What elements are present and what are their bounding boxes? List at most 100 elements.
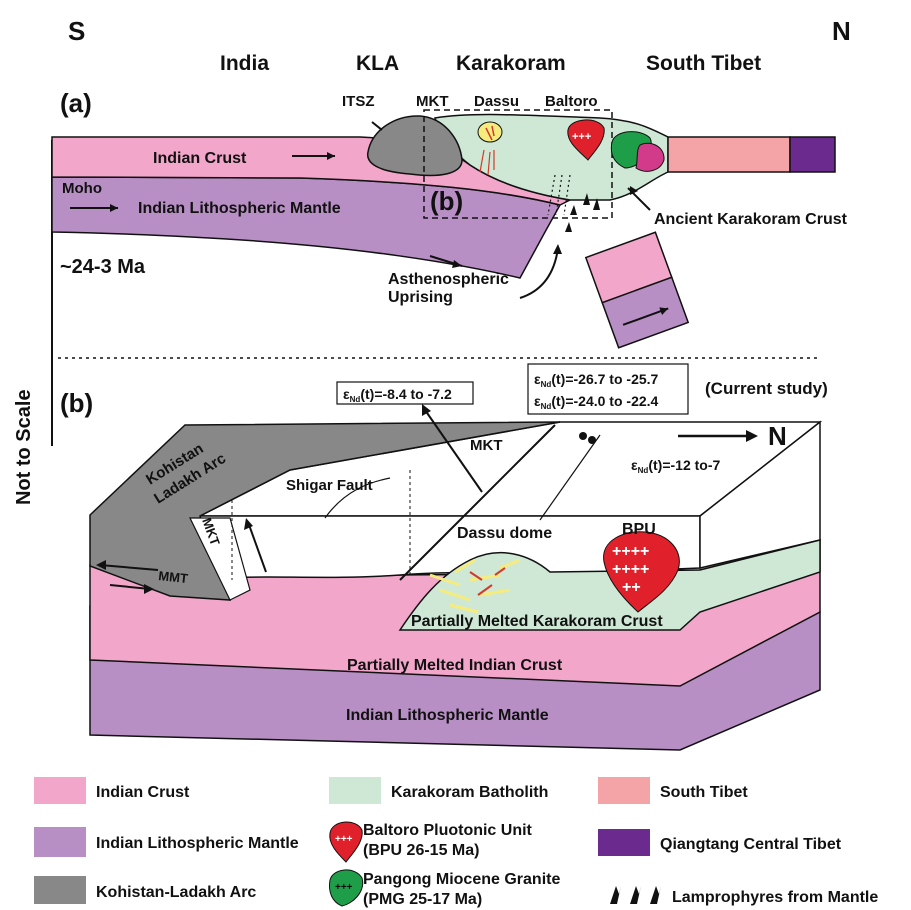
- legend: Indian Crust Karakoram Batholith South T…: [34, 777, 878, 908]
- panel-a-kla: [367, 115, 463, 177]
- panel-b-current-study: (Current study): [705, 379, 828, 398]
- panel-b-kla: [89, 421, 561, 601]
- panel-b-eps-1: εNd(t)=-8.4 to -7.2: [343, 386, 452, 404]
- panel-a-south-tibet: [667, 136, 791, 173]
- legend-label-pmg-2: (PMG 25-17 Ma): [363, 891, 482, 908]
- legend-swatch-pmg: [329, 869, 364, 907]
- panel-a-uprising-curve: [519, 247, 559, 299]
- panel-b-north-arrowhead: [746, 430, 758, 442]
- panel-a-dassu: Dassu: [474, 93, 519, 110]
- panel-a-asth-arrowhead: [452, 260, 462, 268]
- legend-swatch-bpu: [329, 821, 363, 863]
- legend-label-bpu: Baltoro Pluotonic Unit: [363, 822, 533, 839]
- panel-b-mkt-label: MKT: [470, 437, 503, 454]
- svg-text:++: ++: [622, 579, 641, 596]
- panel-a-dassu-dome: [477, 121, 503, 143]
- panel-a-dassu-vein: [485, 125, 495, 141]
- panel-a-inset-box: [423, 109, 613, 219]
- panel-a-mantle-arrowhead: [110, 204, 118, 212]
- panel-b-mmt-arrow-2: [109, 584, 151, 590]
- panel-a-crust-arrowhead: [327, 152, 335, 160]
- panel-b-mmt-label: MMT: [158, 568, 189, 586]
- legend-swatch-karakoram: [329, 777, 381, 804]
- legend-swatch-indian-crust: [34, 777, 86, 804]
- panel-a-mantle-label: Indian Lithospheric Mantle: [138, 200, 341, 217]
- panel-a-asth-1: Asthenospheric: [388, 271, 509, 288]
- panel-b-dassu-dome-label: Dassu dome: [457, 525, 552, 542]
- panel-b-eps-box-1: [336, 381, 474, 405]
- panel-a-melt-arrows: [479, 149, 495, 176]
- panel-a-asth-2: Uprising: [388, 289, 453, 306]
- panel-a-bpu: [567, 119, 605, 161]
- svg-text:++++: ++++: [612, 561, 649, 578]
- panel-b-mkt-arrow: [424, 409, 483, 493]
- legend-label-mantle: Indian Lithospheric Mantle: [96, 835, 299, 852]
- panel-b-shigar-fault: [324, 477, 391, 519]
- panel-a-dotted-lines: [547, 174, 571, 216]
- legend-pmg-crosses: +++: [335, 882, 353, 893]
- panel-a-lamprophyres: [565, 193, 600, 232]
- panel-a-itsz: ITSZ: [342, 93, 375, 110]
- panel-a-baltoro: Baltoro: [545, 93, 598, 110]
- not-to-scale-label: Not to Scale: [13, 389, 35, 505]
- panel-a-tag: (a): [60, 88, 92, 118]
- panel-b-dassu-red: [469, 567, 506, 596]
- legend-label-pmg: Pangong Miocene Granite: [363, 871, 560, 888]
- panel-b-mkt-fault: [399, 424, 556, 581]
- column-india: India: [220, 52, 269, 75]
- panel-a-qiangtang: [789, 136, 836, 173]
- panel-b-eps-2b: εNd(t)=-24.0 to -22.4: [534, 393, 659, 411]
- legend-bpu-crosses: +++: [335, 834, 353, 845]
- panel-b-mmt-arrowhead-1: [96, 560, 106, 570]
- panel-a-inset-tag: (b): [430, 186, 463, 216]
- panel-a-moho-label: Moho: [62, 180, 102, 197]
- south-label: S: [68, 16, 85, 46]
- legend-label-bpu-2: (BPU 26-15 Ma): [363, 842, 479, 859]
- panel-b-kla-inner: [189, 517, 251, 601]
- panel-b-mkt-fault-2: [539, 434, 601, 521]
- legend-label-qiangtang: Qiangtang Central Tibet: [660, 836, 842, 853]
- panel-a-uprising-arrowhead: [553, 244, 562, 254]
- legend-swatch-kla: [34, 876, 86, 904]
- panel-a-tilted-block: [584, 231, 690, 349]
- panel-a-itsz-arrow: [371, 121, 383, 131]
- legend-label-karakoram: Karakoram Batholith: [391, 784, 548, 801]
- column-karakoram: Karakoram: [456, 52, 566, 75]
- legend-label-indian-crust: Indian Crust: [96, 784, 190, 801]
- legend-label-south-tibet: South Tibet: [660, 784, 748, 801]
- panel-b-dassu-veins: [429, 558, 521, 614]
- panel-b-mkt-up-arrow: [247, 521, 267, 573]
- column-south-tibet: South Tibet: [646, 52, 761, 75]
- panel-a-bpu-crosses: +++: [572, 131, 591, 143]
- panel-b-north-label: N: [768, 421, 787, 451]
- panel-b-bpu-label: BPU: [622, 521, 656, 538]
- legend-label-kla: Kohistan-Ladakh Arc: [96, 884, 256, 901]
- panel-a-ancient-arrowhead: [630, 186, 638, 195]
- panel-b-shigar-label: Shigar Fault: [286, 477, 373, 494]
- panel-a-mkt: MKT: [416, 93, 449, 110]
- legend-swatch-qiangtang: [598, 829, 650, 856]
- panel-b-eps-3: εNd(t)=-12 to-7: [631, 457, 721, 475]
- panel-b-mmt-arrowhead-2: [144, 584, 154, 594]
- panel-b-mkt-up-arrowhead: [244, 518, 253, 530]
- panel-b-mantle-label: Indian Lithospheric Mantle: [346, 707, 549, 724]
- legend-swatch-mantle: [34, 827, 86, 857]
- panel-a-ancient-label: Ancient Karakoram Crust: [654, 211, 848, 228]
- svg-text:++++: ++++: [612, 543, 649, 560]
- north-label: N: [832, 16, 851, 46]
- panel-a-pmg-pink: [635, 142, 665, 172]
- panel-b-pmkc-label: Partially Melted Karakoram Crust: [411, 613, 663, 630]
- column-kla: KLA: [356, 52, 399, 75]
- panel-a-age: ~24-3 Ma: [60, 256, 146, 278]
- legend-swatch-lamprophyres: [610, 886, 661, 904]
- panel-b-mkt-arrowhead: [422, 404, 431, 416]
- panel-a-indian-crust-label: Indian Crust: [153, 150, 247, 167]
- panel-b-pmic-label: Partially Melted Indian Crust: [347, 657, 563, 674]
- legend-swatch-south-tibet: [598, 777, 650, 804]
- panel-b-eps-2a: εNd(t)=-26.7 to -25.7: [534, 371, 659, 389]
- legend-label-lamprophyres: Lamprophyres from Mantle: [672, 889, 878, 906]
- panel-b-tag: (b): [60, 388, 93, 418]
- panel-b-dot-1: [579, 432, 587, 440]
- panel-b-dot-2: [588, 436, 596, 444]
